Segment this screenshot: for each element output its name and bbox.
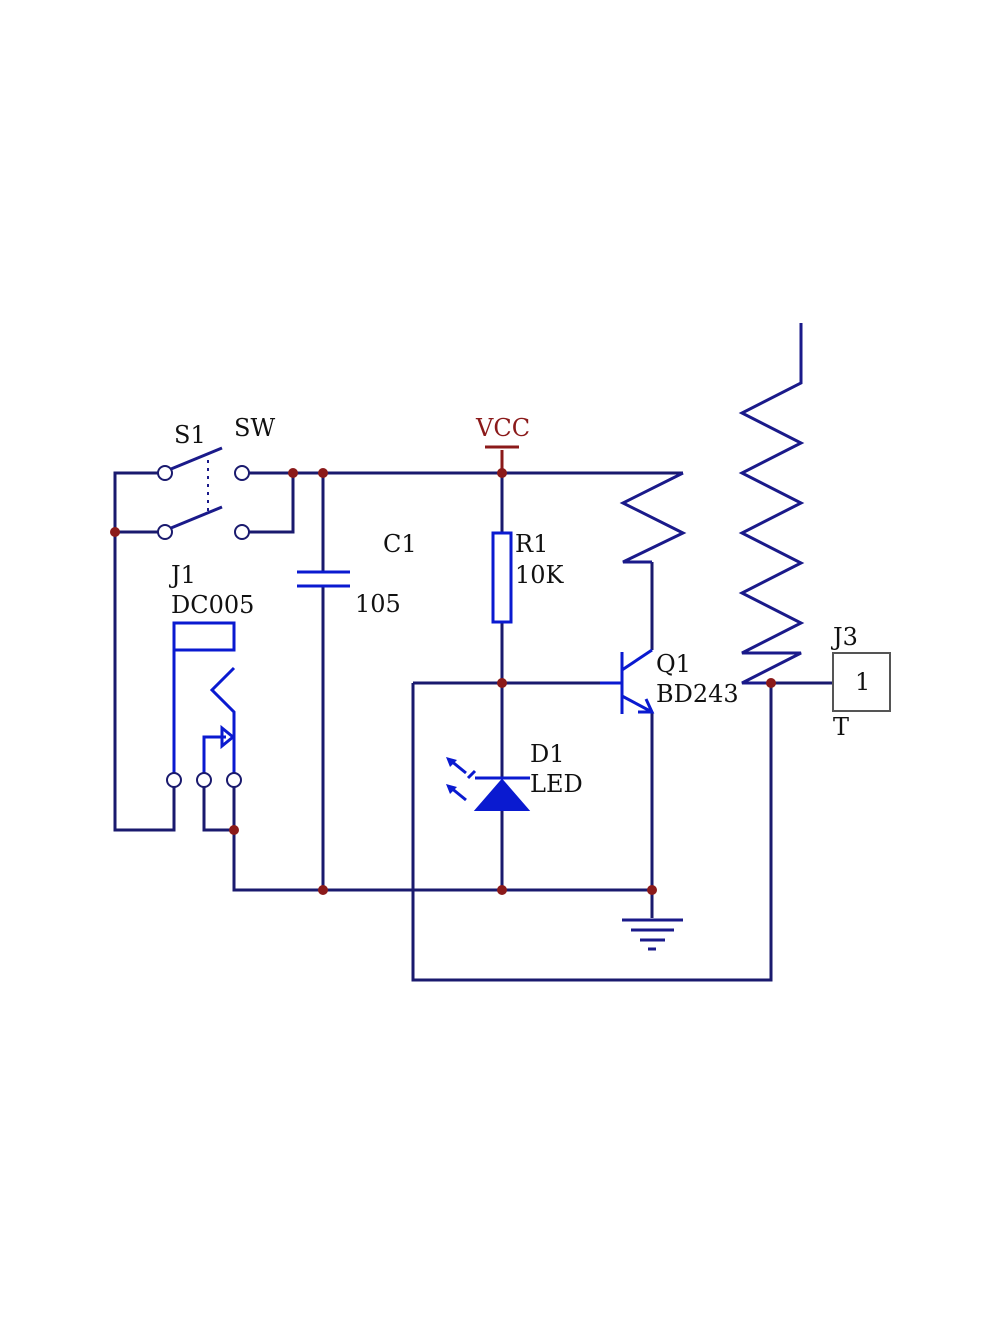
c1-ref-label: C1 bbox=[383, 530, 417, 558]
junction-nodes bbox=[110, 468, 776, 895]
resistor-r1[interactable] bbox=[491, 531, 513, 624]
switch-pin bbox=[234, 524, 250, 540]
wires bbox=[113, 471, 833, 982]
switch-s1[interactable] bbox=[157, 446, 250, 540]
jack-pin bbox=[226, 772, 242, 788]
junction-node bbox=[766, 678, 776, 688]
junction-node bbox=[497, 468, 507, 478]
q1-ref-label: Q1 bbox=[656, 650, 691, 678]
junction-node bbox=[647, 885, 657, 895]
s1-ref-label: S1 bbox=[174, 421, 206, 449]
junction-node bbox=[318, 468, 328, 478]
switch-pin bbox=[157, 465, 173, 481]
junction-node bbox=[497, 885, 507, 895]
switch-pin bbox=[157, 524, 173, 540]
junction-node bbox=[318, 885, 328, 895]
capacitor-c1[interactable] bbox=[297, 570, 350, 588]
q1-value-label: BD243 bbox=[656, 680, 739, 708]
dc-jack-j1[interactable] bbox=[166, 621, 242, 788]
junction-node bbox=[497, 678, 507, 688]
led-d1[interactable] bbox=[446, 757, 531, 811]
j3-pin-label: 1 bbox=[855, 668, 870, 696]
vcc-label: VCC bbox=[475, 414, 530, 442]
c1-value-label: 105 bbox=[355, 590, 401, 618]
r1-ref-label: R1 bbox=[515, 530, 548, 558]
terminal-j3[interactable] bbox=[832, 652, 891, 712]
s1-value-label: SW bbox=[234, 414, 275, 442]
coil-collector[interactable] bbox=[619, 471, 687, 564]
junction-node bbox=[110, 527, 120, 537]
d1-value-label: LED bbox=[530, 770, 583, 798]
r1-value-label: 10K bbox=[515, 561, 565, 589]
transistor-q1[interactable] bbox=[600, 648, 655, 714]
d1-ref-label: D1 bbox=[530, 740, 565, 768]
antenna-coil[interactable] bbox=[738, 323, 805, 685]
jack-pin bbox=[166, 772, 182, 788]
ground-icon bbox=[622, 918, 683, 951]
j3-value-label: T bbox=[833, 713, 849, 741]
jack-pin bbox=[196, 772, 212, 788]
j1-ref-label: J1 bbox=[168, 561, 196, 589]
switch-pin bbox=[234, 465, 250, 481]
junction-node bbox=[229, 825, 239, 835]
j3-ref-label: J3 bbox=[830, 623, 858, 651]
j1-value-label: DC005 bbox=[171, 591, 254, 619]
junction-node bbox=[288, 468, 298, 478]
